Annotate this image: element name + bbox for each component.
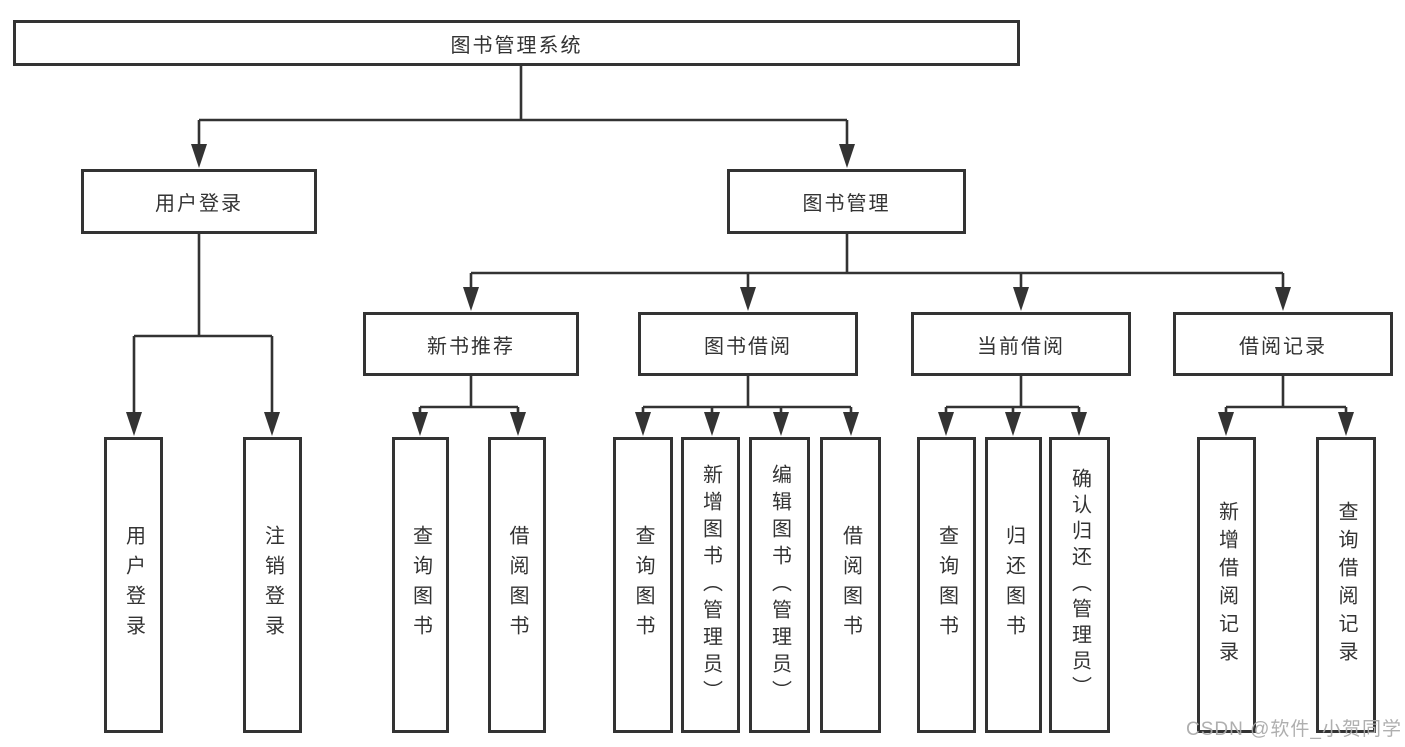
leaf-records-query-record: 查询借阅记录 <box>1316 437 1376 733</box>
node-user-login-label: 用户登录 <box>155 193 243 215</box>
connector-userlogin-to-leaves <box>132 234 274 414</box>
node-book-borrow: 图书借阅 <box>638 312 858 376</box>
node-root: 图书管理系统 <box>13 20 1020 66</box>
node-book-management: 图书管理 <box>727 169 966 234</box>
leaf-user-login-label: 用户登录 <box>122 525 145 645</box>
leaf-newbook-borrow-books: 借阅图书 <box>488 437 546 733</box>
node-book-management-label: 图书管理 <box>802 193 891 215</box>
leaf-current-query-books: 查询图书 <box>917 437 976 733</box>
node-new-book-recommend: 新书推荐 <box>363 312 579 376</box>
leaf-newbook-query-books: 查询图书 <box>392 437 449 733</box>
connector-root-to-level2 <box>197 66 849 146</box>
connector-records-to-leaves <box>1224 376 1348 414</box>
leaf-current-return-books: 归还图书 <box>985 437 1042 733</box>
leaf-borrow-query-books: 查询图书 <box>613 437 673 733</box>
node-user-login: 用户登录 <box>81 169 317 234</box>
connector-newbook-to-leaves <box>418 376 520 414</box>
node-current-borrow-label: 当前借阅 <box>977 335 1065 358</box>
leaf-logout: 注销登录 <box>243 437 302 733</box>
connector-bookborrow-to-leaves <box>641 376 853 414</box>
leaf-records-add-record: 新增借阅记录 <box>1197 437 1256 733</box>
leaf-current-return-books-label: 归还图书 <box>1002 525 1025 645</box>
leaf-logout-label: 注销登录 <box>261 525 284 645</box>
connector-bookmgmt-to-level3 <box>469 234 1285 289</box>
connector-currentborrow-to-leaves <box>944 376 1081 414</box>
leaf-borrow-edit-books-admin-label: 编辑图书（管理员） <box>768 463 791 707</box>
node-new-book-recommend-label: 新书推荐 <box>427 335 515 358</box>
leaf-newbook-borrow-books-label: 借阅图书 <box>506 525 528 645</box>
leaf-borrow-query-books-label: 查询图书 <box>632 525 654 645</box>
leaf-borrow-borrow-books-label: 借阅图书 <box>839 525 862 645</box>
leaf-records-add-record-label: 新增借阅记录 <box>1215 501 1238 669</box>
leaf-borrow-edit-books-admin: 编辑图书（管理员） <box>749 437 810 733</box>
node-borrow-records: 借阅记录 <box>1173 312 1393 376</box>
leaf-current-confirm-return-admin: 确认归还（管理员） <box>1049 437 1110 733</box>
leaf-current-query-books-label: 查询图书 <box>935 525 958 645</box>
leaf-current-confirm-return-admin-label: 确认归还（管理员） <box>1068 468 1091 702</box>
node-root-label: 图书管理系统 <box>450 34 583 57</box>
leaf-records-query-record-label: 查询借阅记录 <box>1335 501 1357 669</box>
leaf-borrow-borrow-books: 借阅图书 <box>820 437 881 733</box>
leaf-user-login: 用户登录 <box>104 437 163 733</box>
node-current-borrow: 当前借阅 <box>911 312 1131 376</box>
node-borrow-records-label: 借阅记录 <box>1239 335 1327 358</box>
leaf-newbook-query-books-label: 查询图书 <box>409 525 432 645</box>
arrowheads <box>126 144 1354 436</box>
node-book-borrow-label: 图书借阅 <box>704 335 792 358</box>
leaf-borrow-add-books-admin: 新增图书（管理员） <box>681 437 740 733</box>
leaf-borrow-add-books-admin-label: 新增图书（管理员） <box>699 463 722 707</box>
csdn-watermark: CSDN @软件_小贺同学 <box>1186 719 1402 740</box>
